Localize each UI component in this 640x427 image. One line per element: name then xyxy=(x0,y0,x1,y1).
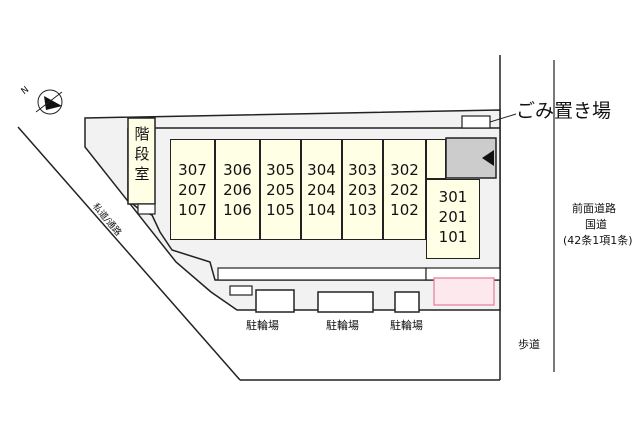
unit-number: 202 xyxy=(390,181,419,199)
unit-number: 205 xyxy=(266,181,295,199)
stairwell-label: 階段室 xyxy=(134,125,150,183)
unit-number: 105 xyxy=(266,201,295,219)
bike-parking-box-1 xyxy=(255,289,295,313)
front-road-code-label: (42条1項1条) xyxy=(563,234,633,247)
unit-number: 106 xyxy=(223,201,252,219)
bike-parking-box-small xyxy=(229,285,253,296)
road-boundary-line xyxy=(17,126,241,381)
unit-column-302: 302 202 102 xyxy=(383,139,426,240)
highlighted-parking-area xyxy=(433,277,495,306)
unit-column-304: 304 204 104 xyxy=(301,139,342,240)
unit-number: 304 xyxy=(307,161,336,179)
unit-number: 302 xyxy=(390,161,419,179)
unit-column-307: 307 207 107 xyxy=(170,139,215,240)
unit-number: 204 xyxy=(307,181,336,199)
unit-number: 206 xyxy=(223,181,252,199)
unit-301-extension xyxy=(426,139,446,179)
bike-parking-label-1: 駐輪場 xyxy=(246,319,279,332)
unit-number: 201 xyxy=(438,208,468,226)
unit-number: 101 xyxy=(438,228,468,246)
unit-column-303: 303 203 103 xyxy=(342,139,383,240)
bike-parking-label-2: 駐輪場 xyxy=(326,319,359,332)
unit-column-305: 305 205 105 xyxy=(260,139,301,240)
bike-parking-box-2 xyxy=(317,291,374,313)
unit-number: 102 xyxy=(390,201,419,219)
bike-parking-box-3 xyxy=(394,291,420,313)
front-road-type-label: 国道 xyxy=(585,218,607,231)
unit-number: 306 xyxy=(223,161,252,179)
unit-number: 107 xyxy=(178,201,207,219)
unit-column-306: 306 206 106 xyxy=(215,139,260,240)
unit-number: 307 xyxy=(178,161,207,179)
north-compass-icon xyxy=(35,89,63,115)
stairwell-step xyxy=(137,203,156,215)
bike-parking-label-3: 駐輪場 xyxy=(390,319,423,332)
front-road-label: 前面道路 xyxy=(572,202,616,215)
unit-number: 104 xyxy=(307,201,336,219)
unit-column-301: 301 201 101 xyxy=(426,179,480,259)
unit-number: 203 xyxy=(348,181,377,199)
garbage-area-label: ごみ置き場 xyxy=(516,100,612,122)
corridor-strip xyxy=(217,267,427,281)
unit-number: 303 xyxy=(348,161,377,179)
sidewalk-label: 歩道 xyxy=(518,338,540,351)
unit-number: 305 xyxy=(266,161,295,179)
garbage-leader-line xyxy=(489,113,517,123)
entrance-arrow-icon xyxy=(482,150,494,166)
unit-number: 103 xyxy=(348,201,377,219)
garbage-area-box xyxy=(461,115,491,129)
unit-number: 207 xyxy=(178,181,207,199)
unit-number: 301 xyxy=(438,188,468,206)
